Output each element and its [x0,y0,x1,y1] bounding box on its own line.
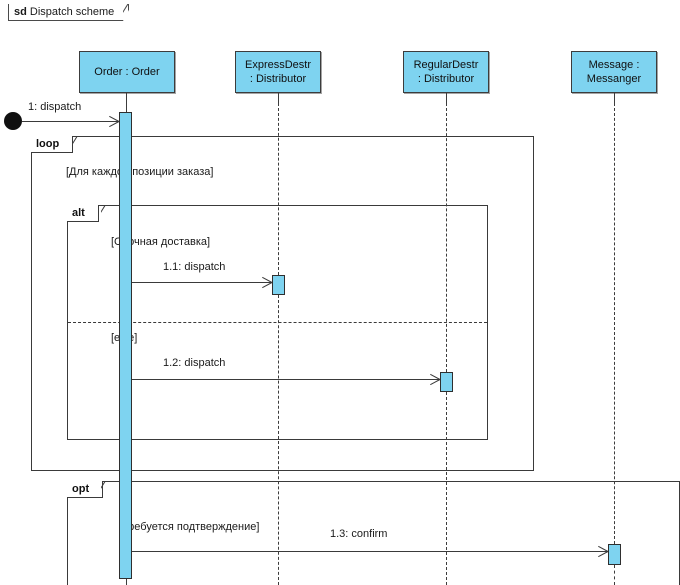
lifeline-head-order[interactable]: Order : Order [79,51,175,93]
lifeline-stem-regular-lower [446,392,447,585]
activation-bar-messenger[interactable] [608,544,621,565]
loop-fragment[interactable] [31,136,534,471]
lifeline-stem-messenger [614,103,615,544]
alt-fragment-tag: alt [67,205,99,222]
lifeline-label-express-1: ExpressDestr [244,59,312,71]
lifeline-stem-messenger-top [614,93,615,103]
lifeline-label-express-2: : Distributor [249,73,307,85]
lifeline-stem-regular-top [446,93,447,103]
message-label-1: 1: dispatch [28,101,82,113]
alt-fragment-operator: alt [72,207,85,219]
opt-fragment-guard: [Требуется подтверждение] [118,521,261,534]
alt-fragment-guard-1: [Срочная доставка] [110,236,212,249]
lifeline-head-messenger[interactable]: Message : Messanger [571,51,657,93]
diagram-title-fold-line [123,4,137,22]
lifeline-head-express-destr[interactable]: ExpressDestr : Distributor [235,51,321,93]
lifeline-stem-order-lower [126,579,127,585]
lifeline-head-regular-destr[interactable]: RegularDestr : Distributor [403,51,489,93]
lifeline-label-regular-1: RegularDestr [413,59,479,71]
diagram-keyword: sd [14,6,27,18]
opt-fragment-tag: opt [67,481,104,498]
activation-bar-regular-destr[interactable] [440,372,453,392]
opt-fragment-fold-icon [101,481,112,499]
alt-fragment-divider [68,322,487,323]
alt-fragment-fold-icon [101,205,112,223]
alt-fragment[interactable] [67,205,488,440]
lifeline-stem-express-top [278,93,279,103]
loop-fragment-operator: loop [36,138,60,150]
lifeline-label-messenger-2: Messanger [586,73,642,85]
opt-fragment-operator: opt [72,483,90,495]
diagram-title-tag: sd Dispatch scheme [8,4,130,21]
message-label-1-2: 1.2: dispatch [163,357,226,369]
message-label-1-3: 1.3: confirm [330,528,388,540]
message-line-1[interactable] [22,121,119,122]
lifeline-label-messenger-1: Message : [588,59,640,71]
lifeline-stem-express-lower [278,295,279,585]
lifeline-stem-express [278,103,279,275]
loop-fragment-fold-icon [73,136,84,154]
lifeline-stem-messenger-lower [614,565,615,585]
message-line-1-1[interactable] [132,282,272,283]
activation-bar-express-destr[interactable] [272,275,285,295]
message-line-1-2[interactable] [132,379,440,380]
page-title: Dispatch scheme [29,6,115,18]
message-label-1-1: 1.1: dispatch [163,261,226,273]
lifeline-label-regular-2: : Distributor [417,73,475,85]
lifeline-label-order-1: Order : Order [94,66,160,78]
activation-bar-order[interactable] [119,112,132,579]
loop-fragment-guard: [Для каждой позиции заказа] [65,166,215,179]
loop-fragment-tag: loop [31,136,74,153]
lifeline-stem-regular [446,103,447,372]
message-line-1-3[interactable] [132,551,608,552]
lifeline-stem-order [126,93,127,112]
start-node-icon [4,112,22,130]
diagram-title-fold-icon [123,4,132,21]
